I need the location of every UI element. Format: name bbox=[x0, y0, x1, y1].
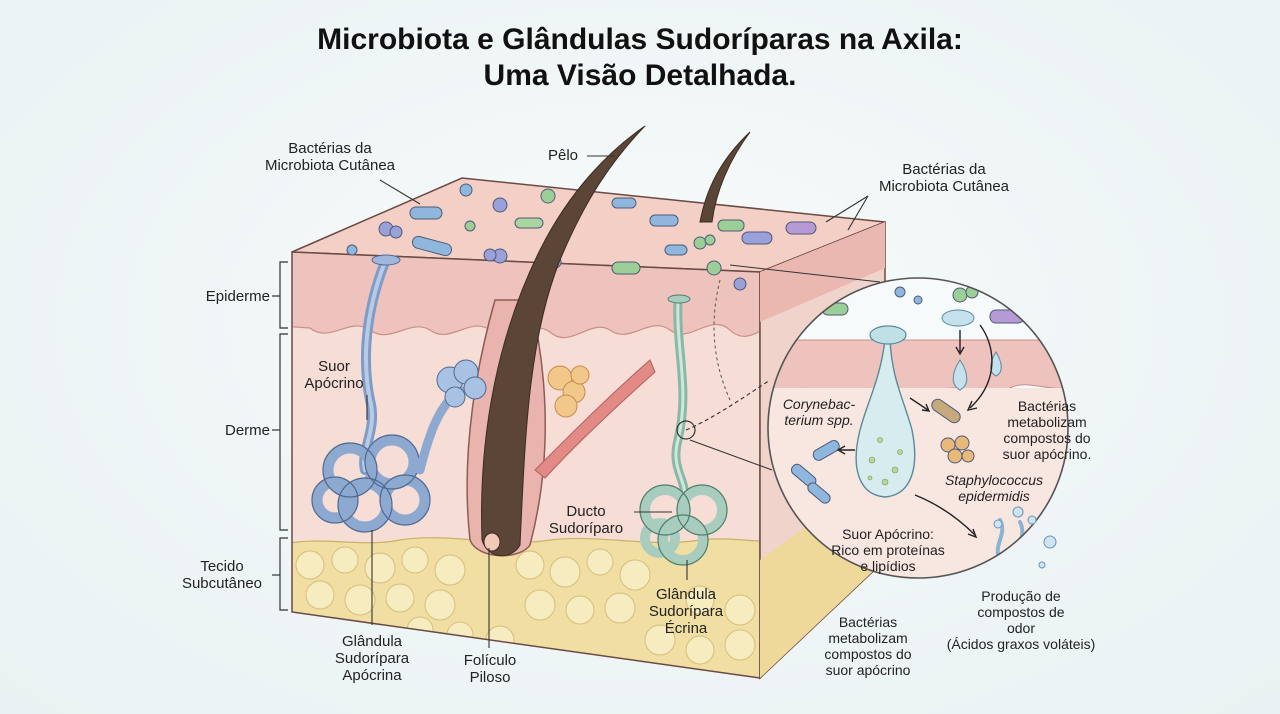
eccrine-gland-coil-outline bbox=[639, 484, 728, 566]
label-bacterias-metabolizam-zoom: Bactérias metabolizam compostos do suor … bbox=[988, 398, 1106, 462]
label-line: Bactérias da bbox=[902, 161, 986, 178]
label-line: terium spp. bbox=[784, 412, 854, 428]
eccrine-gland-coil bbox=[640, 485, 727, 565]
label-line: metabolizam bbox=[828, 630, 908, 646]
label-staphylococcus: Staphylococcus epidermidis bbox=[936, 472, 1052, 504]
label-glandula-ecrina: Glândula Sudorípara Écrina bbox=[636, 586, 736, 637]
hair-shaft bbox=[481, 125, 646, 557]
hair-bulb bbox=[483, 532, 501, 552]
leader-lines bbox=[366, 155, 869, 648]
label-glandula-apocrina: Glândula Sudorípara Apócrina bbox=[322, 633, 422, 684]
arrector-muscle bbox=[534, 359, 656, 479]
label-corynebacterium: Corynebac- terium spp. bbox=[772, 396, 866, 428]
label-bacteria-left: Bactérias da Microbiota Cutânea bbox=[260, 140, 400, 174]
label-line: odor bbox=[1006, 620, 1036, 636]
eccrine-duct-core bbox=[674, 300, 687, 502]
label-line: Piloso bbox=[469, 669, 511, 686]
label-line: Microbiota Cutânea bbox=[878, 178, 1010, 195]
zoom-connector-2 bbox=[713, 279, 731, 401]
label-line: metabolizam bbox=[1007, 414, 1087, 430]
label-line: epidermidis bbox=[958, 488, 1030, 504]
apocrine-gland-coil-outline bbox=[311, 434, 431, 533]
label-tecido: Tecido Subcutâneo bbox=[172, 558, 272, 592]
zoom-connector bbox=[685, 379, 771, 431]
label-suor-apocrino: Suor Apócrino bbox=[294, 358, 374, 392]
zoom-inset bbox=[767, 277, 1069, 579]
label-suor-rico: Suor Apócrino: Rico em proteínas e lipíd… bbox=[818, 526, 958, 574]
page-title: Microbiota e Glândulas Sudoríparas na Ax… bbox=[0, 22, 1280, 94]
label-line: compostos do bbox=[1003, 430, 1091, 446]
label-line: Microbiota Cutânea bbox=[264, 157, 396, 174]
label-producao-odor: Produção de compostos de odor (Ácidos gr… bbox=[928, 588, 1114, 652]
label-line: Sudorípara bbox=[334, 650, 410, 667]
label-line: Écrina bbox=[664, 620, 708, 637]
side-epidermis bbox=[760, 222, 885, 322]
label-line: suor apócrino. bbox=[1002, 446, 1092, 462]
title-line-1: Microbiota e Glândulas Sudoríparas na Ax… bbox=[317, 23, 963, 56]
label-line: Bactérias da bbox=[288, 140, 372, 157]
title-line-2: Uma Visão Detalhada. bbox=[483, 59, 797, 92]
label-line: Bactérias bbox=[838, 614, 898, 630]
zoom-wedge-bottom bbox=[689, 439, 773, 471]
label-line: compostos do bbox=[824, 646, 912, 662]
label-line: Subcutâneo bbox=[181, 575, 263, 592]
apocrine-secretory-bulb bbox=[436, 359, 487, 408]
label-line: Glândula bbox=[341, 633, 403, 650]
zoom-sweat-bubble bbox=[941, 309, 975, 327]
label-line: Suor Apócrino: bbox=[842, 526, 934, 542]
label-line: Staphylococcus bbox=[944, 472, 1044, 488]
label-line: Glândula bbox=[655, 586, 717, 603]
fat-cells bbox=[295, 546, 756, 665]
zoom-sweat-drop-1 bbox=[952, 359, 968, 391]
zoom-arrows bbox=[836, 324, 993, 539]
label-foliculo: Folículo Piloso bbox=[448, 652, 532, 686]
zoom-wedge-top bbox=[729, 264, 881, 283]
apocrine-duct-opening bbox=[371, 254, 401, 266]
label-line: Ducto bbox=[566, 503, 606, 520]
layer-brackets bbox=[272, 261, 288, 611]
label-line: Corynebac- bbox=[782, 396, 856, 412]
label-line: Folículo bbox=[463, 652, 517, 669]
label-derme: Derme bbox=[224, 422, 270, 439]
label-line: (Ácidos graxos voláteis) bbox=[946, 636, 1096, 652]
apocrine-gland-coil bbox=[311, 434, 431, 533]
zoom-gland-cap bbox=[869, 325, 907, 345]
sebaceous-gland bbox=[547, 365, 590, 418]
label-ducto: Ducto Sudoríparo bbox=[540, 503, 632, 537]
label-line: Sudoríparo bbox=[548, 520, 624, 537]
label-line: compostos de bbox=[977, 604, 1065, 620]
eccrine-duct-opening bbox=[667, 294, 691, 304]
label-line: Tecido bbox=[200, 558, 244, 575]
label-epiderme: Epiderme bbox=[205, 288, 270, 305]
label-line: e lipídios bbox=[860, 558, 916, 574]
label-line: Bactérias bbox=[1017, 398, 1077, 414]
zoom-droplet-particles bbox=[867, 437, 903, 486]
odor-molecules bbox=[993, 506, 1057, 569]
label-line: Rico em proteínas bbox=[831, 542, 945, 558]
zoom-source-marker bbox=[676, 420, 696, 440]
hair-shaft-2 bbox=[699, 131, 751, 223]
label-line: Suor bbox=[318, 358, 350, 375]
label-pelo: Pêlo bbox=[547, 147, 579, 164]
label-line: suor apócrino bbox=[825, 662, 911, 678]
label-line: Apócrina bbox=[342, 667, 402, 684]
label-line: Sudorípara bbox=[648, 603, 724, 620]
label-bacterias-metabolizam-bottom: Bactérias metabolizam compostos do suor … bbox=[806, 614, 930, 678]
label-line: Apócrino bbox=[304, 375, 364, 392]
label-bacteria-right: Bactérias da Microbiota Cutânea bbox=[864, 161, 1024, 195]
label-line: Produção de bbox=[981, 588, 1061, 604]
